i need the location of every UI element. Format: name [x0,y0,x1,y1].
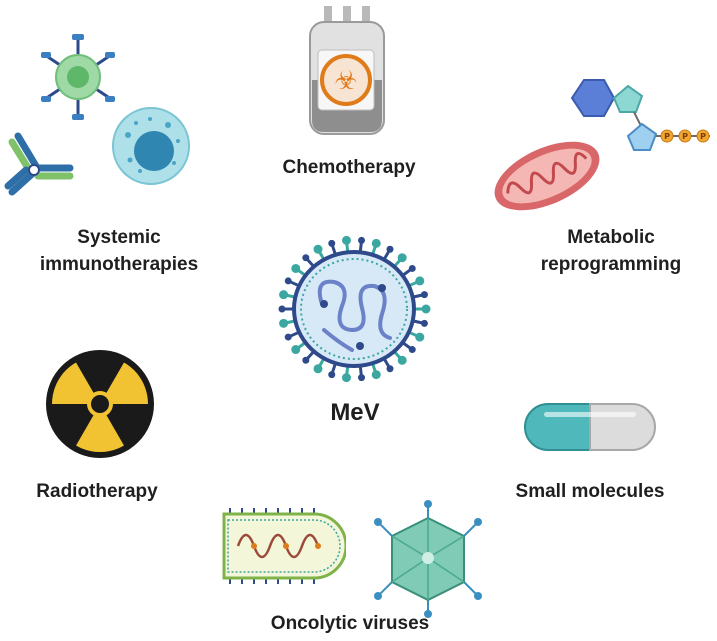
virus-spike-head [284,277,292,285]
virus-spike-head [278,305,286,313]
chemotherapy-iv-bag-icon: ☣ [309,6,385,135]
virus-spike-head [358,236,366,244]
mev-label: MeV [330,399,380,426]
adenovirus-icon [374,500,482,618]
virus-spike-head [408,264,416,272]
virus-spike-head [341,373,351,383]
phosphate-label: P [682,132,688,141]
virus-spike-head [328,371,336,379]
svg-text:☣: ☣ [334,66,357,96]
virus-spike-head [279,318,289,328]
virus-spike-head [313,244,323,254]
virus-spike-head [313,364,323,374]
radiation-symbol-icon [46,350,154,458]
systemic-immunotherapies-label: Systemic immunotherapies [39,227,199,275]
virus-spike-head [302,254,310,262]
virus-spike-head [408,346,416,354]
metabolite-molecule-icon: P P P [570,79,710,151]
virus-spike-head [358,374,366,382]
virus-spike-head [279,290,289,300]
virus-spike-head [386,365,394,373]
virus-spike-head [415,276,425,286]
virus-spike-head [302,356,310,364]
virus-spike-head [284,333,292,341]
phosphate-label: P [700,132,706,141]
virus-spike-head [397,355,407,365]
radiotherapy-label: Radiotherapy [36,481,158,502]
capsule-pill-icon [524,403,656,451]
virus-spike-head [341,235,351,245]
virus-spike-head [371,370,381,380]
mitochondria-icon [494,141,600,211]
small-molecules-label: Small molecules [515,481,665,502]
immune-cell-with-antibodies-icon [41,34,115,120]
virus-spike-head [291,263,301,273]
phosphate-label: P [664,132,670,141]
virus-spike-head [415,332,425,342]
metabolic-reprogramming-label: Metabolic reprogramming [540,227,682,275]
cancer-cell-icon [112,107,190,185]
virus-spike-head [421,304,431,314]
virus-spike-head [386,245,394,253]
measles-virus-icon [278,235,431,383]
virus-spike-head [291,345,301,355]
chemotherapy-label: Chemotherapy [282,157,416,178]
virus-spike-head [397,253,407,263]
rhabdovirus-icon [222,508,346,584]
oncolytic-viruses-label: Oncolytic viruses [270,613,430,634]
antibody-icon [4,132,74,196]
virus-spike-head [371,238,381,248]
virus-spike-head [420,319,428,327]
virus-spike-head [420,291,428,299]
virus-spike-head [328,239,336,247]
